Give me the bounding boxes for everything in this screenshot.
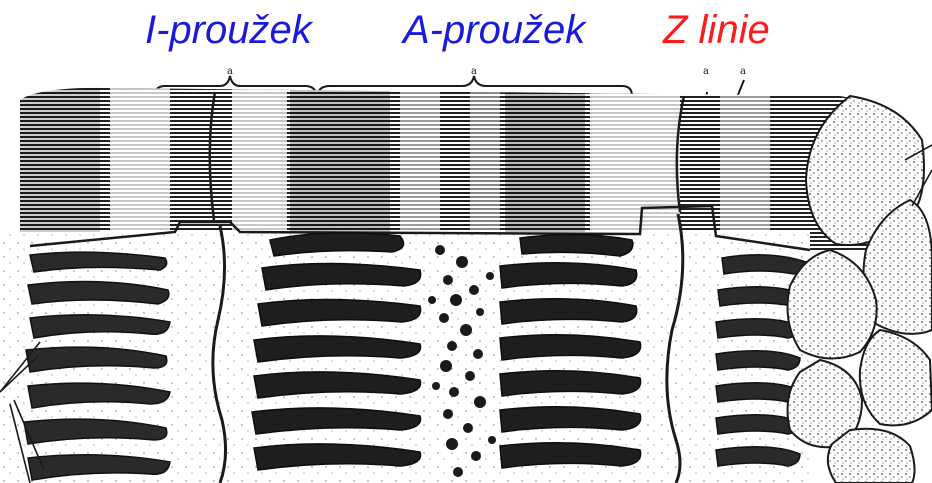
striated-surface: [20, 84, 880, 254]
bracket-letter: a: [227, 66, 233, 77]
bracket-letter: a: [740, 66, 746, 77]
bracket-letter: a: [703, 66, 709, 77]
stippled-cells: [788, 96, 932, 483]
bracket-letter: a: [471, 66, 477, 77]
bracket-letters: a a a a: [227, 66, 746, 77]
